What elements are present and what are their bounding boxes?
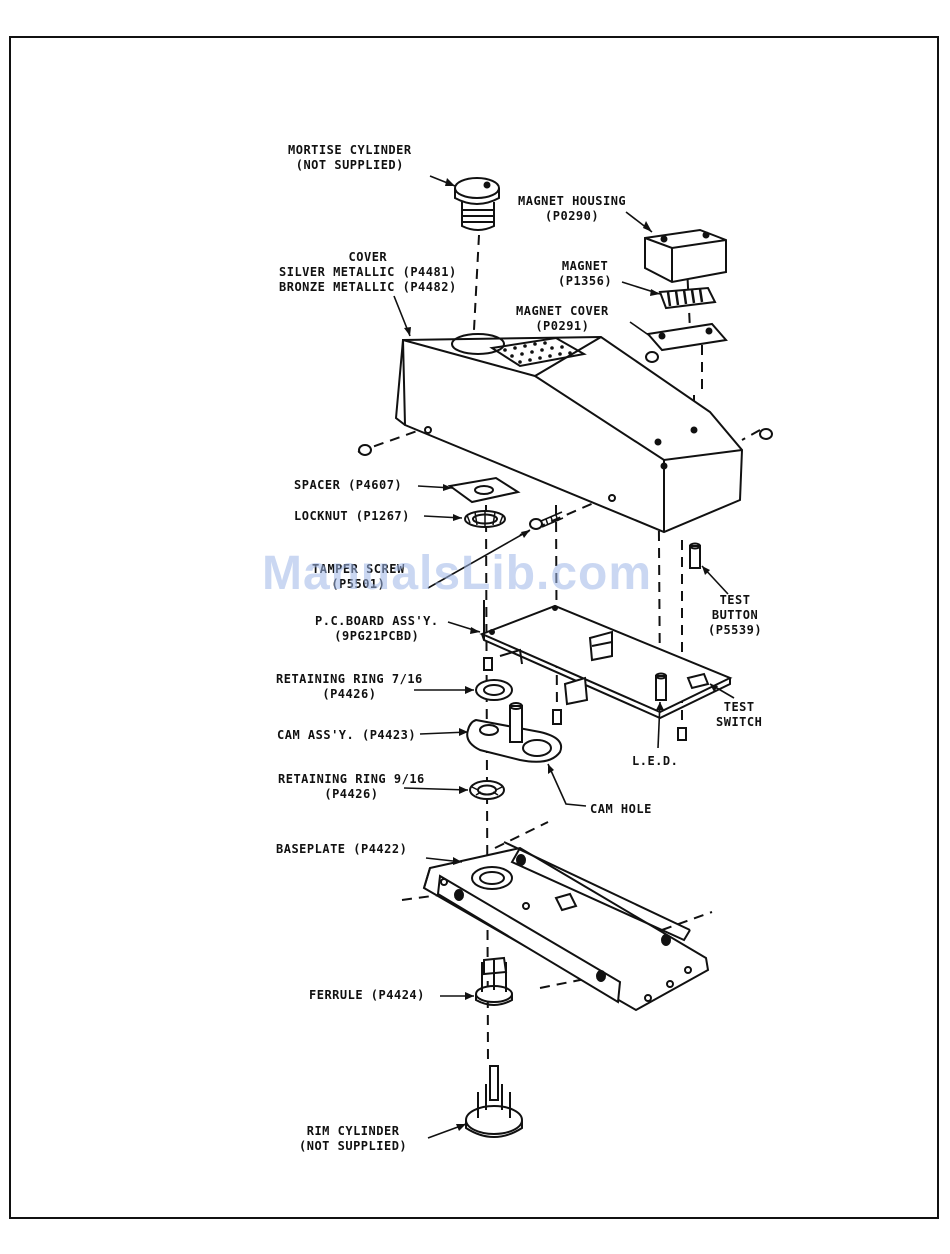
label-led: L.E.D.: [632, 754, 679, 768]
label-tamper-screw: TAMPER SCREW(P5501): [312, 562, 405, 591]
label-locknut: LOCKNUT (P1267): [294, 509, 410, 523]
cover-screws: [358, 351, 773, 456]
magnet-housing-part: [644, 228, 727, 284]
pc-board-part: [479, 600, 733, 720]
cam-assembly-part: [466, 702, 562, 763]
label-retaining-ring-9-16: RETAINING RING 9/16(P4426): [278, 772, 425, 801]
baseplate-part: [422, 841, 710, 1012]
label-pc-board: P.C.BOARD ASS'Y.(9PG21PCBD): [315, 614, 439, 643]
locknut-part: [464, 510, 506, 528]
spacer-part: [447, 476, 521, 504]
rim-cylinder-part: [465, 1065, 523, 1138]
board-screws: [483, 657, 687, 741]
label-cam-assembly: CAM ASS'Y. (P4423): [277, 728, 417, 742]
magnet-part: [658, 286, 717, 310]
retaining-ring-9-16-part: [469, 780, 505, 800]
label-spacer: SPACER (P4607): [294, 478, 403, 492]
magnet-cover-part: [646, 322, 728, 352]
watermark-logo: ManualsLib.com: [262, 547, 653, 600]
arrowheads: [404, 178, 718, 1131]
label-magnet: MAGNET(P1356): [558, 259, 613, 288]
test-button-part: [689, 542, 701, 569]
label-rim-cylinder: RIM CYLINDER(NOT SUPPLIED): [299, 1124, 408, 1153]
cover-part: [394, 333, 744, 534]
ferrule-part: [475, 956, 513, 1006]
label-magnet-housing: MAGNET HOUSING(P0290): [518, 194, 627, 223]
label-cam-hole: CAM HOLE: [590, 802, 652, 816]
label-baseplate: BASEPLATE (P4422): [276, 842, 408, 856]
label-ferrule: FERRULE (P4424): [309, 988, 425, 1002]
label-retaining-ring-7-16: RETAINING RING 7/16(P4426): [276, 672, 423, 701]
retaining-ring-7-16-part: [475, 679, 513, 701]
page-border: [9, 36, 939, 1219]
mortise-cylinder-part: [454, 177, 500, 231]
label-magnet-cover: MAGNET COVER(P0291): [516, 304, 609, 333]
tamper-screw-part: [529, 511, 564, 530]
label-mortise-cylinder: MORTISE CYLINDER(NOT SUPPLIED): [288, 143, 412, 172]
